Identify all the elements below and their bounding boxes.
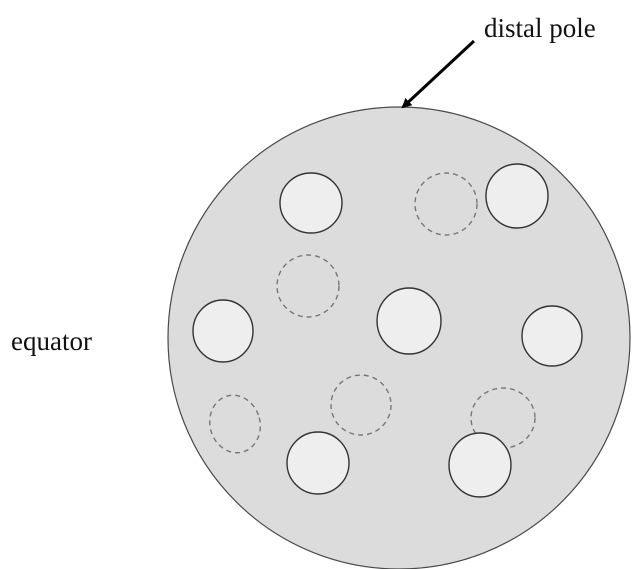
distal-pole-arrow (401, 39, 476, 109)
pore (485, 163, 549, 229)
pore (448, 432, 512, 498)
pore (286, 431, 350, 495)
equator-label: equator (11, 326, 92, 356)
hidden-pore (330, 374, 392, 436)
pore (192, 299, 254, 363)
hidden-pore (276, 254, 340, 318)
hidden-pore (414, 172, 478, 236)
pore (279, 172, 343, 234)
distal-pole-label: distal pole (484, 13, 596, 43)
pore (376, 287, 442, 355)
pore (521, 305, 583, 367)
visible-pores (192, 163, 583, 498)
